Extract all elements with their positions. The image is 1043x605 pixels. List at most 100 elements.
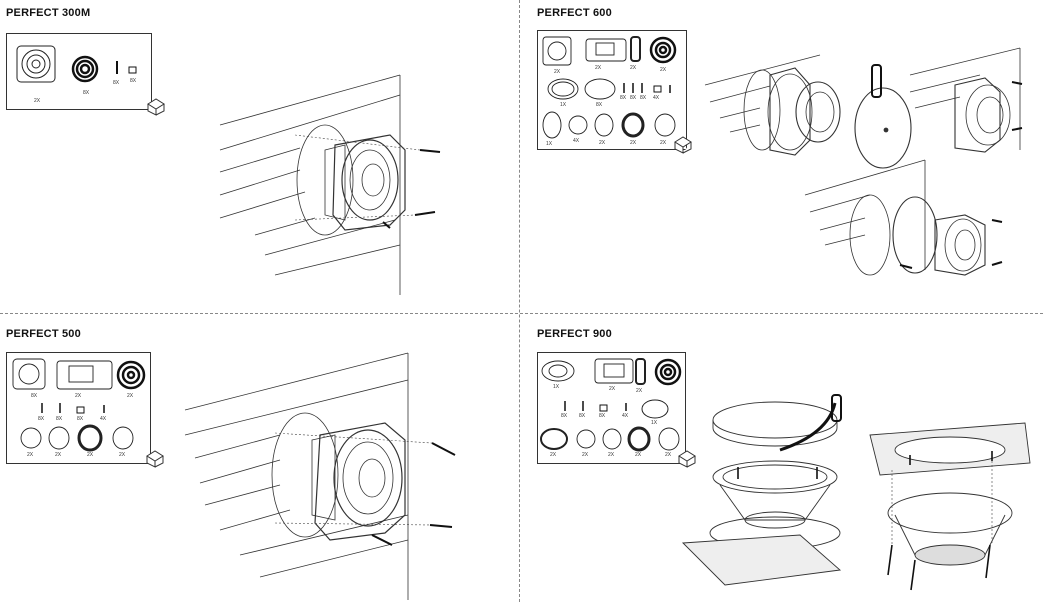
kit-contents-900: 1X 2X 2X 8X 8X 8X 4X 1X 2X 2X 2X 2X 2X	[537, 352, 686, 464]
qty-label: 2X	[87, 452, 94, 458]
qty-label: 1X	[546, 141, 553, 147]
install-diagram-900	[681, 394, 1031, 591]
grille-icon	[584, 78, 616, 100]
qty-label: 4X	[653, 95, 660, 101]
ring-icon	[540, 428, 568, 450]
woofer-icon	[541, 360, 575, 382]
install-diagram-300m	[219, 74, 441, 295]
qty-label: 2X	[608, 452, 615, 458]
qty-label: 2X	[636, 388, 643, 394]
kit-contents-300m: 2X 8X 8X 8X	[6, 33, 152, 110]
qty-label: 2X	[554, 69, 561, 75]
speaker-part-icon	[542, 36, 572, 66]
qty-label: 8X	[77, 416, 84, 422]
clip-icon	[76, 406, 85, 414]
qty-label: 8X	[56, 416, 63, 422]
kit-contents-500: 8X 2X 2X 8X 8X 8X 4X 2X 2X 2X 2X	[6, 352, 151, 464]
tweeter-ring-icon	[48, 426, 70, 450]
flush-mount-icon	[112, 426, 134, 450]
qty-label: 2X	[27, 452, 34, 458]
qty-label: 2X	[660, 140, 667, 146]
qty-label: 1X	[553, 384, 560, 390]
qty-label: 8X	[113, 80, 120, 86]
clip-icon	[599, 404, 608, 412]
kit-contents-600: 2X 2X 2X 2X 1X 8X 8X 8X 8X 4X 1X 4X 2X 2…	[537, 30, 687, 150]
qty-label: 8X	[31, 393, 38, 399]
qty-label: 8X	[130, 78, 137, 84]
tweeter-icon	[576, 429, 596, 449]
install-diagram-600	[704, 47, 1023, 276]
qty-label: 2X	[595, 65, 602, 71]
crossover-icon	[56, 360, 113, 390]
tweeter-icon	[20, 427, 42, 449]
qty-label: 8X	[599, 413, 606, 419]
cable-coil-icon	[654, 358, 682, 386]
section-title-900: PERFECT 900	[537, 328, 612, 340]
qty-label: 2X	[665, 452, 672, 458]
screw-icon	[41, 403, 105, 413]
section-title-600: PERFECT 600	[537, 7, 612, 19]
mount-ring-icon	[542, 111, 562, 139]
kit-parts-illustration	[542, 36, 677, 139]
speaker-part-icon	[12, 358, 46, 390]
tweeter-cup-icon	[621, 112, 645, 138]
kit-parts-illustration	[12, 358, 146, 452]
qty-label: 8X	[561, 413, 568, 419]
qty-label: 8X	[596, 102, 603, 108]
ring-icon	[547, 78, 579, 100]
package-box-icon	[147, 98, 165, 116]
qty-label: 2X	[660, 67, 667, 73]
vertical-divider	[519, 0, 520, 602]
tweeter-ring-icon	[594, 113, 614, 137]
horizontal-divider	[0, 313, 1043, 314]
tweeter-cup-icon	[77, 424, 103, 452]
section-title-500: PERFECT 500	[6, 328, 81, 340]
qty-label: 8X	[640, 95, 647, 101]
grille-icon	[641, 399, 669, 419]
qty-label: 2X	[34, 98, 41, 104]
screw-icon	[623, 83, 671, 93]
cable-coil-icon	[71, 55, 99, 83]
qty-label: 2X	[630, 65, 637, 71]
qty-label: 4X	[573, 138, 580, 144]
kit-parts-illustration	[540, 358, 682, 452]
package-box-icon	[674, 136, 692, 154]
cable-icon	[630, 36, 641, 62]
kit-parts-illustration	[16, 45, 137, 83]
speaker-part-icon	[16, 45, 56, 83]
cable-icon	[635, 358, 646, 385]
qty-label: 8X	[620, 95, 627, 101]
crossover-icon	[594, 358, 634, 384]
qty-label: 8X	[630, 95, 637, 101]
qty-label: 8X	[579, 413, 586, 419]
qty-label: 1X	[560, 102, 567, 108]
qty-label: 8X	[83, 90, 90, 96]
flush-mount-icon	[654, 113, 676, 137]
tweeter-ring-icon	[602, 428, 622, 450]
qty-label: 2X	[127, 393, 134, 399]
cable-coil-icon	[116, 360, 146, 390]
flush-mount-icon	[658, 427, 680, 451]
qty-label: 2X	[55, 452, 62, 458]
qty-label: 2X	[635, 452, 642, 458]
tweeter-icon	[568, 115, 588, 135]
qty-label: 1X	[651, 420, 658, 426]
crossover-icon	[585, 38, 627, 62]
clip-icon	[653, 85, 662, 93]
package-box-icon	[146, 450, 164, 468]
install-diagram-500	[184, 352, 456, 600]
qty-label: 8X	[38, 416, 45, 422]
section-title-300m: PERFECT 300M	[6, 7, 91, 19]
qty-label: 2X	[609, 386, 616, 392]
qty-label: 2X	[75, 393, 82, 399]
qty-label: 4X	[622, 413, 629, 419]
qty-label: 4X	[100, 416, 107, 422]
screw-icon	[564, 401, 627, 411]
clip-icon	[128, 66, 137, 74]
qty-label: 2X	[582, 452, 589, 458]
qty-label: 2X	[550, 452, 557, 458]
qty-label: 2X	[630, 140, 637, 146]
qty-label: 2X	[599, 140, 606, 146]
tweeter-cup-icon	[627, 426, 651, 452]
qty-label: 2X	[119, 452, 126, 458]
